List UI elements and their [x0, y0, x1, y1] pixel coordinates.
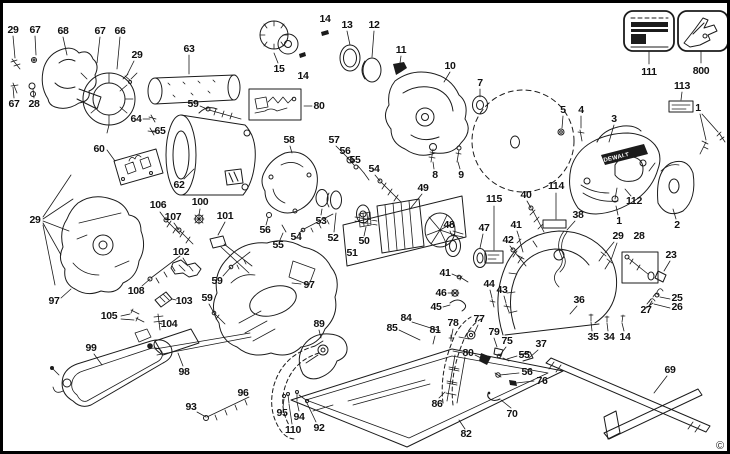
spacer-parts-5-4: [557, 128, 585, 142]
small-fasteners-center: [449, 205, 545, 313]
assembled-saw-body: [497, 230, 618, 336]
armature-49: [354, 198, 464, 254]
base-hardware-75-80: [448, 330, 534, 401]
ring-47: [473, 248, 487, 268]
armature-box-51: [342, 195, 467, 267]
washer-12: [361, 57, 382, 83]
motor-housing-3: DEWALT: [569, 125, 661, 215]
field-screws-56-55-54: [266, 212, 334, 233]
guard-pins-92-95-110: [281, 390, 310, 404]
bearing-50: [356, 204, 370, 224]
guard-lever-89: [298, 333, 348, 380]
hardware-box-28-29: [598, 251, 659, 284]
bevel-quadrant-84-85: [441, 316, 482, 406]
upper-flange-bracket-68: [41, 47, 102, 110]
depth-bracket-99: [50, 332, 252, 407]
rip-fence-69: [545, 357, 711, 440]
saw-blade: [471, 89, 575, 193]
screws-64-65: [147, 114, 157, 136]
clutch-gear-15: [259, 20, 299, 55]
upper-guard-10: [385, 71, 469, 156]
baffle-58: [261, 151, 318, 214]
switch-box-80: [248, 88, 302, 121]
brand-band-text: DEWALT: [603, 152, 630, 164]
brush-box-60: [113, 148, 164, 186]
left-housing-97: [59, 196, 145, 295]
pins-35-34-14: [588, 313, 626, 323]
outer-guard-disc-66: [80, 72, 138, 134]
flange-13: [339, 44, 361, 72]
rings-53-52: [315, 189, 342, 210]
copyright-symbol: ©: [715, 440, 725, 452]
exploded-view-drawing: DEWALT: [10, 10, 727, 448]
label-kit-legend-box: [623, 10, 675, 52]
warning-sticker-113: [668, 100, 694, 113]
bearing-48: [445, 235, 461, 257]
motor-field-62: [165, 107, 256, 196]
cord-38: [554, 230, 568, 288]
riser-86: [445, 354, 466, 404]
screws-1-right: [699, 131, 726, 155]
screw-59-top: [205, 106, 242, 120]
pivot-bracket-112: [614, 156, 656, 200]
blade-bolt-11: [393, 62, 407, 75]
keys-14: [299, 30, 329, 58]
clamp-parts-23-27: [645, 270, 667, 309]
small-parts-left-mid: [130, 213, 253, 331]
leader-lines: [12, 30, 719, 430]
pivot-cylinder-98: [134, 328, 200, 356]
handle-tube-63: [147, 74, 241, 105]
fastener-cascade-57-54: [346, 156, 402, 203]
label-plate-114: [542, 219, 567, 229]
complete-saw-legend-box: [677, 10, 727, 52]
screw-93: [203, 396, 250, 421]
base-shoe-82: [290, 348, 564, 448]
handle-housing-97: [213, 240, 338, 356]
screws-8-9: [428, 143, 462, 163]
label-plate-115: [484, 250, 504, 264]
small-fasteners-top-left: [10, 57, 132, 97]
lower-guard-96: [271, 340, 324, 440]
ring-7: [472, 95, 488, 115]
end-cap-2: [657, 160, 695, 215]
